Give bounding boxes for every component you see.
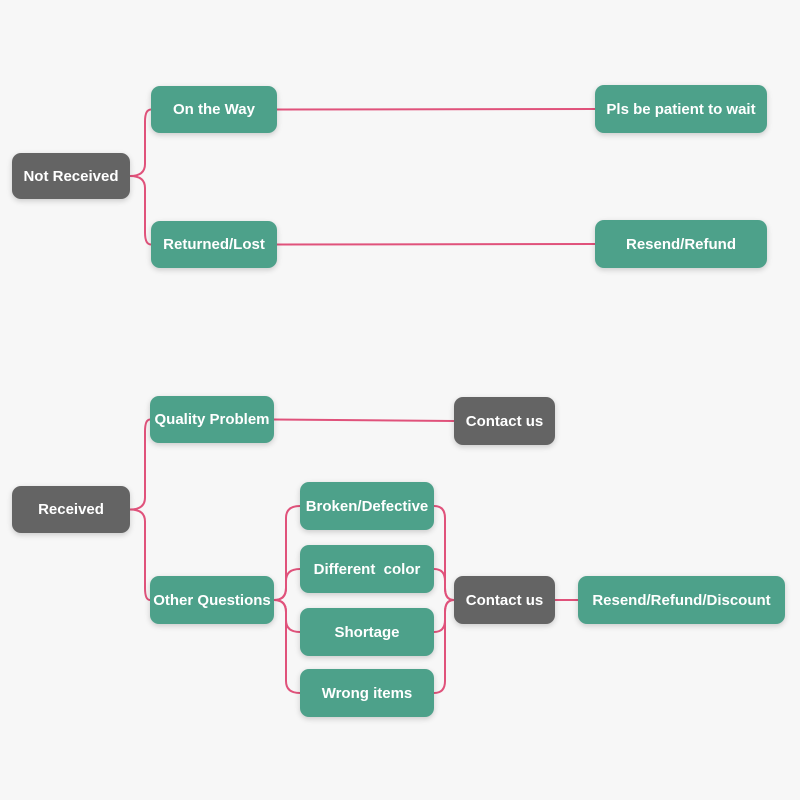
node-label: Returned/Lost <box>163 236 265 253</box>
node-label: Pls be patient to wait <box>606 100 756 118</box>
node-label: Not Received <box>23 167 119 185</box>
edge-received-to-other-questions <box>129 508 151 601</box>
node-other-questions: Other Questions <box>150 576 274 624</box>
edge-other-questions-to-wrong-items <box>273 599 301 694</box>
node-contact-us-quality: Contact us <box>454 397 555 445</box>
node-shortage: Shortage <box>300 608 434 656</box>
edge-wrong-items-to-contact-us-other <box>433 599 455 694</box>
node-quality-problem: Quality Problem <box>150 396 274 443</box>
node-label: Contact us <box>465 591 544 609</box>
edge-received-to-quality-problem <box>129 418 151 511</box>
node-on-the-way: On the Way <box>151 86 277 133</box>
node-received: Received <box>12 486 130 533</box>
node-wrong-items: Wrong items <box>300 669 434 717</box>
node-contact-us-other: Contact us <box>454 576 555 624</box>
node-label: Broken/Defective <box>305 497 429 515</box>
node-label: Wrong items <box>321 684 413 702</box>
edge-not-received-to-on-the-way <box>129 108 152 177</box>
node-resend-refund: Resend/Refund <box>595 220 767 268</box>
edge-on-the-way-to-pls-be-patient-to-wait <box>276 108 596 111</box>
node-not-received: Not Received <box>12 153 130 199</box>
node-label: On the Way <box>173 101 255 118</box>
node-label: Resend/Refund/Discount <box>592 591 771 609</box>
edge-quality-problem-to-contact-us-quality <box>273 418 455 422</box>
node-label: Quality Problem <box>154 411 270 428</box>
node-label: Received <box>38 501 104 518</box>
edge-other-questions-to-different-color <box>273 568 301 601</box>
node-returned-lost: Returned/Lost <box>151 221 277 268</box>
node-label: Shortage <box>334 623 400 641</box>
node-label: Contact us <box>465 412 544 430</box>
node-label: Different color <box>313 560 421 578</box>
node-label: Other Questions <box>153 591 271 609</box>
node-label: Resend/Refund <box>625 235 736 253</box>
node-different-color: Different color <box>300 545 434 593</box>
edge-different-color-to-contact-us-other <box>433 568 455 601</box>
node-resend-refund-discount: Resend/Refund/Discount <box>578 576 785 624</box>
edge-returned-lost-to-resend-refund <box>276 243 596 246</box>
edge-not-received-to-returned-lost <box>129 175 152 246</box>
node-broken-defective: Broken/Defective <box>300 482 434 530</box>
node-pls-be-patient-to-wait: Pls be patient to wait <box>595 85 767 133</box>
